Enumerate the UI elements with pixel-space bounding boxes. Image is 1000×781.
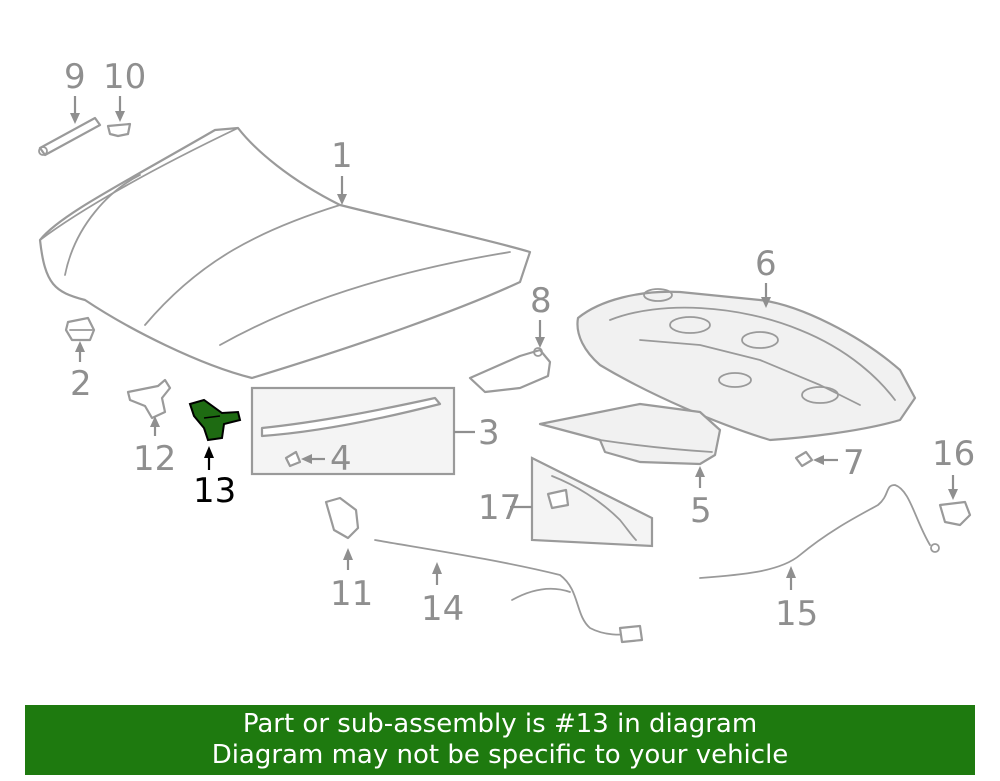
callout-7: 7 xyxy=(843,443,865,483)
hood-insulator-part[interactable] xyxy=(576,288,917,442)
latch-bracket-part[interactable] xyxy=(468,347,552,394)
hood-support-rod-part[interactable] xyxy=(38,116,102,157)
callout-17: 17 xyxy=(478,488,521,528)
callout-14: 14 xyxy=(421,589,464,629)
insulator-clip-part[interactable] xyxy=(794,450,814,468)
callout-13: 13 xyxy=(193,471,236,511)
hood-part[interactable] xyxy=(38,126,532,380)
hood-lock-part[interactable] xyxy=(938,500,972,527)
release-cable-15-part[interactable] xyxy=(699,484,940,579)
callout-16: 16 xyxy=(932,434,975,474)
hinge-bracket-part[interactable] xyxy=(126,378,172,420)
hinge-part-13-highlighted[interactable] xyxy=(188,398,242,442)
callout-10: 10 xyxy=(103,57,146,97)
callout-6: 6 xyxy=(755,244,777,284)
callout-5: 5 xyxy=(690,491,712,531)
callout-4: 4 xyxy=(330,439,352,479)
weatherstrip-clip-part[interactable] xyxy=(284,450,302,468)
rod-clip-part[interactable] xyxy=(106,122,132,138)
callout-15: 15 xyxy=(775,594,818,634)
callout-3: 3 xyxy=(478,413,500,453)
info-banner: Part or sub-assembly is #13 in diagram D… xyxy=(25,705,975,775)
callout-12: 12 xyxy=(133,439,176,479)
callout-11: 11 xyxy=(330,574,373,614)
banner-line-2: Diagram may not be specific to your vehi… xyxy=(211,740,789,770)
release-cable-kit-part[interactable] xyxy=(546,475,637,541)
release-bracket-part[interactable] xyxy=(324,496,360,540)
callout-8: 8 xyxy=(530,281,552,321)
hood-bumper-part[interactable] xyxy=(64,316,96,342)
callout-9: 9 xyxy=(64,57,86,97)
callout-2: 2 xyxy=(70,364,92,404)
callout-1: 1 xyxy=(331,136,353,176)
weatherstrip-part[interactable] xyxy=(260,396,442,438)
release-cable-part[interactable] xyxy=(374,539,644,644)
seal-panel-part[interactable] xyxy=(538,402,722,466)
banner-line-1: Part or sub-assembly is #13 in diagram xyxy=(242,709,758,739)
